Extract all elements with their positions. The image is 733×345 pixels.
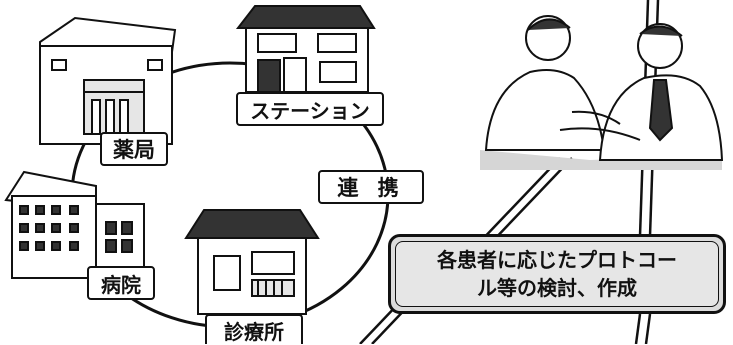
hospital-building-icon bbox=[4, 170, 145, 279]
station-label: ステーション bbox=[236, 92, 384, 126]
callout-line-2: ル等の検討、作成 bbox=[477, 276, 637, 300]
clinic-label: 診療所 bbox=[205, 314, 303, 344]
hospital-label: 病院 bbox=[87, 266, 155, 300]
pharmacy-label: 薬局 bbox=[100, 132, 168, 166]
callout-line-1: 各患者に応じたプロトコー bbox=[437, 248, 677, 272]
protocol-callout-box: 各患者に応じたプロトコー ル等の検討、作成 bbox=[388, 234, 726, 314]
cooperation-label: 連 携 bbox=[318, 170, 424, 204]
protocol-callout-text: 各患者に応じたプロトコー ル等の検討、作成 bbox=[395, 241, 719, 307]
two-people-discussing-illustration bbox=[480, 15, 724, 170]
clinic-building-icon bbox=[184, 209, 320, 315]
pharmacy-building-icon bbox=[39, 16, 177, 145]
station-building-icon bbox=[235, 5, 376, 93]
